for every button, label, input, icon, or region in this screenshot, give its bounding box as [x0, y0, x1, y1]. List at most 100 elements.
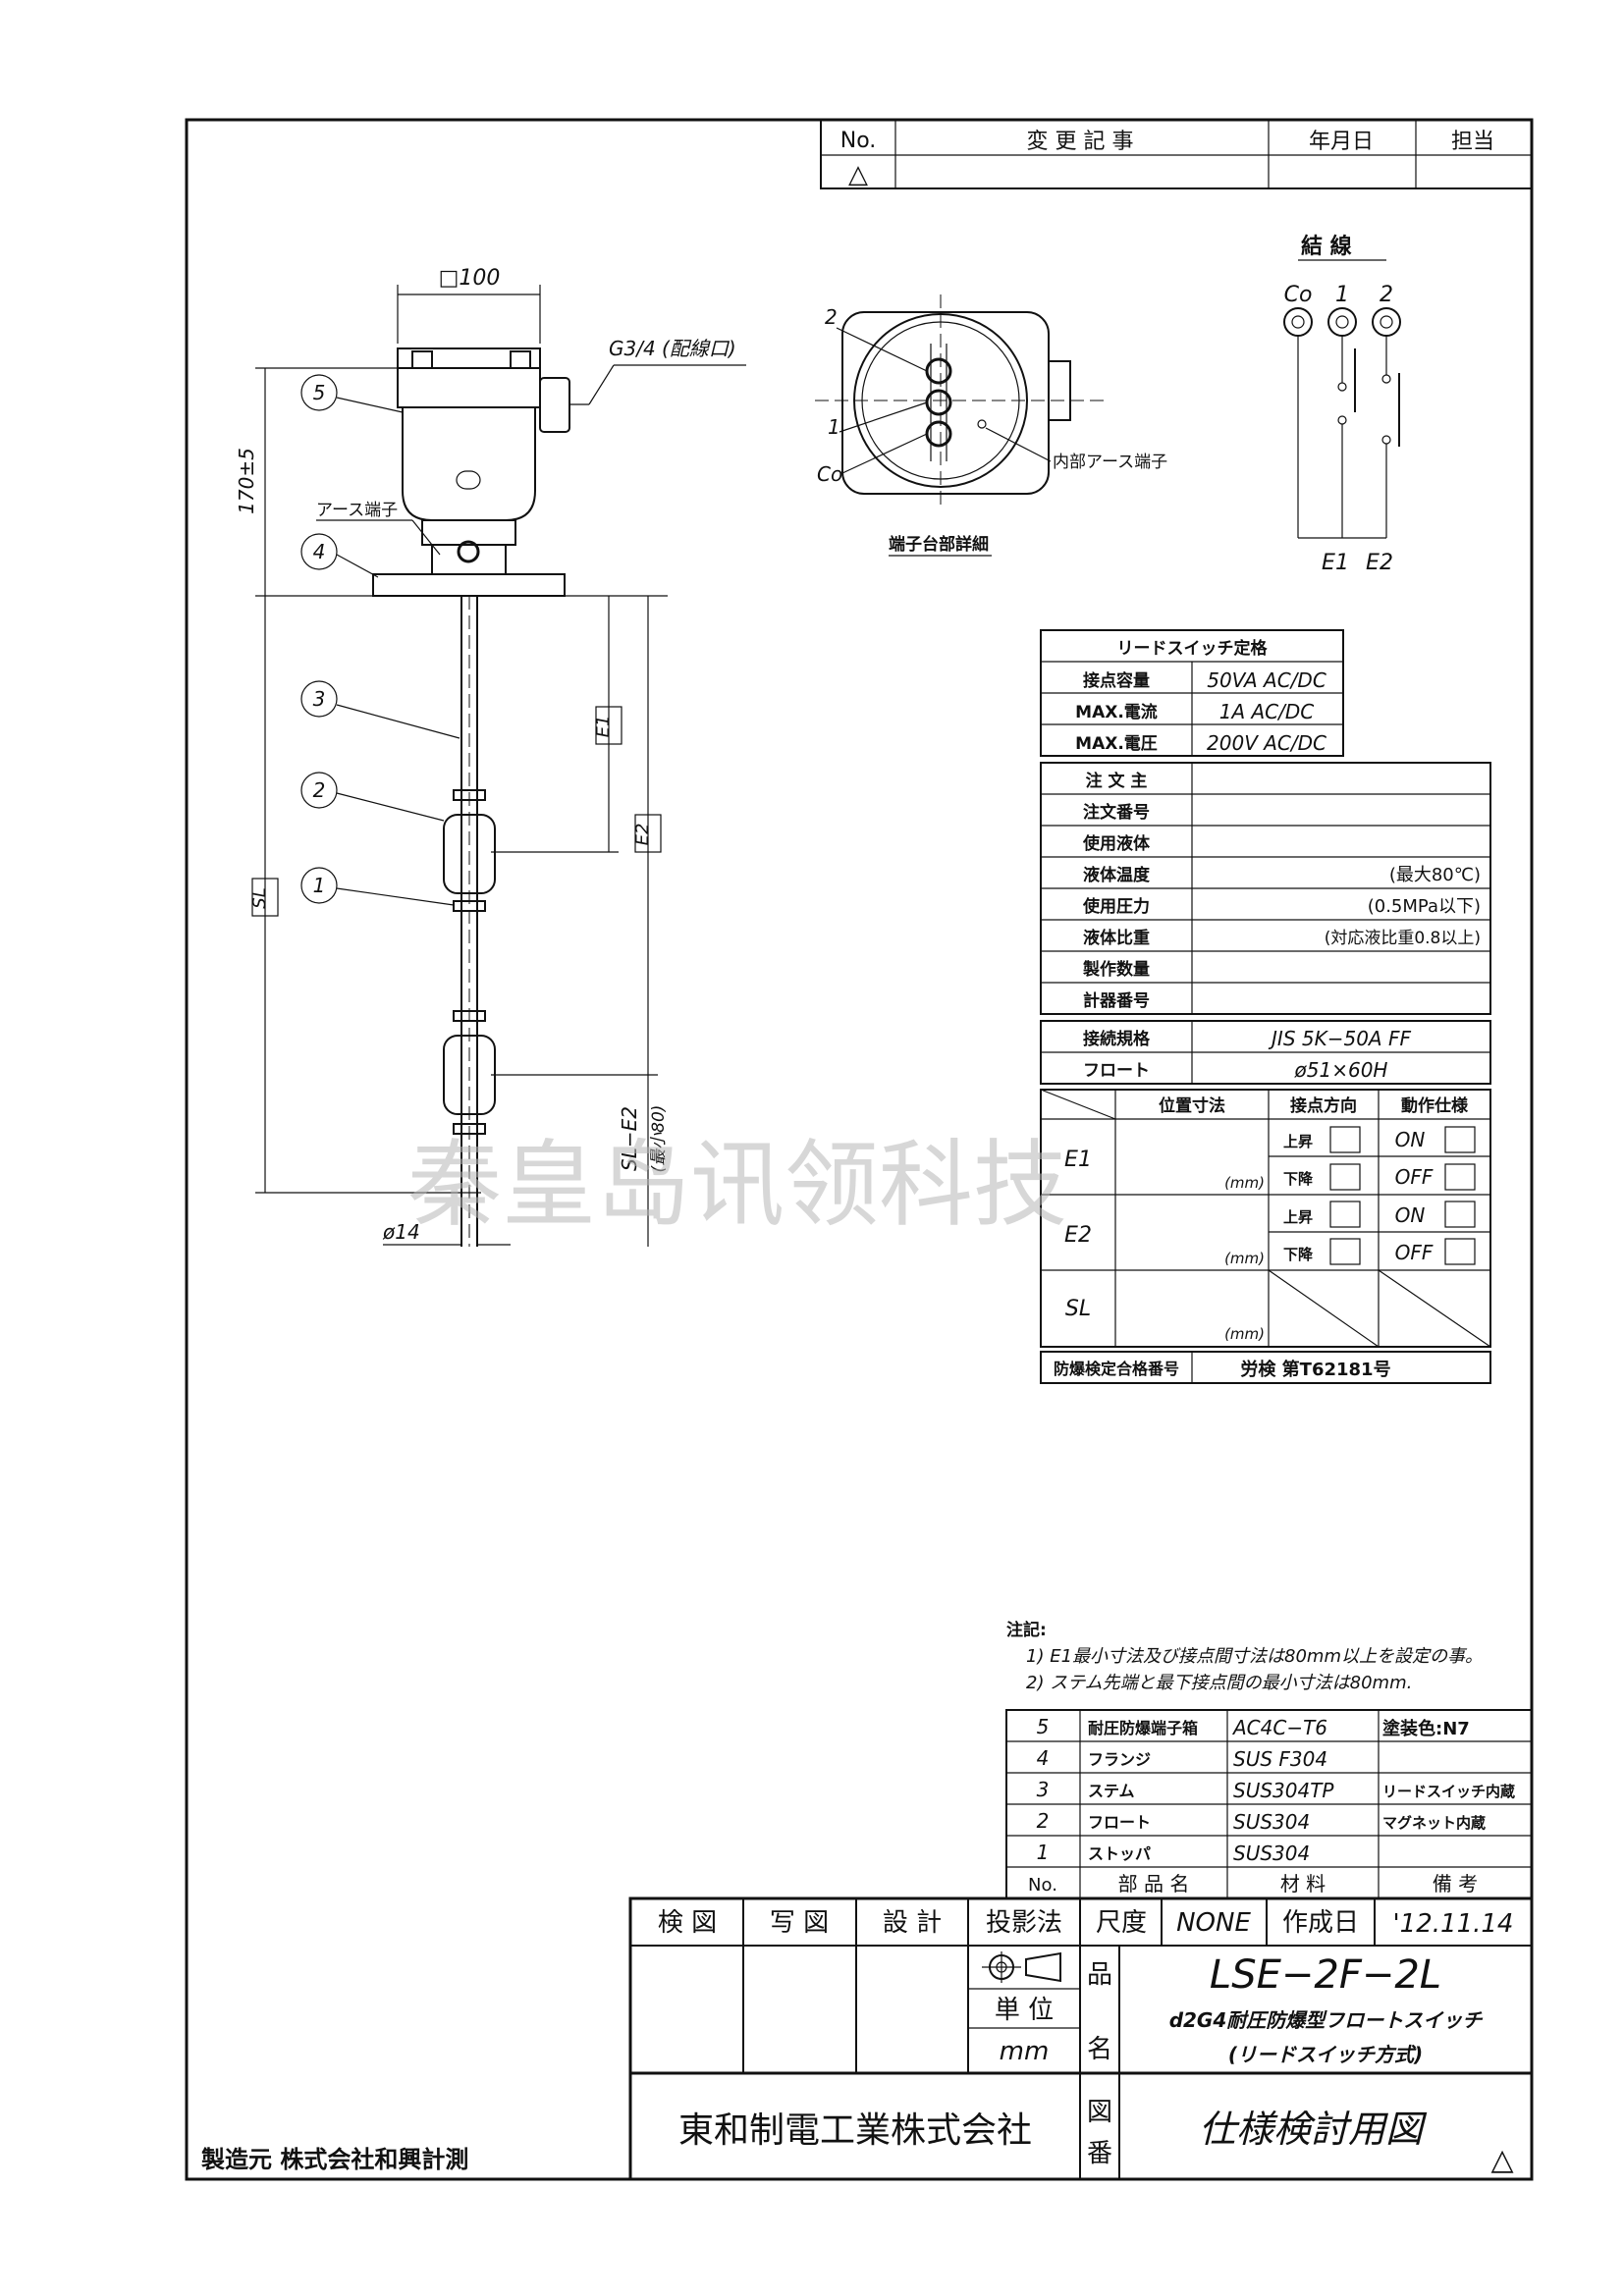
dim-width: □100 [439, 266, 501, 291]
part-name-5: 耐圧防爆端子箱 [1088, 1719, 1198, 1737]
order-label-1: 注文番号 [1083, 802, 1150, 823]
contact-row-sl: SL [1065, 1297, 1091, 1321]
contact-unit-e2: (mm) [1224, 1250, 1265, 1267]
conn-label-0: 接続規格 [1083, 1029, 1151, 1049]
dim-stem: ø14 [382, 1220, 420, 1244]
part-name-3: ステム [1088, 1782, 1135, 1800]
e2-on: ON [1395, 1203, 1426, 1227]
wiring-diagram: 結 線 Co 1 2 E1 E2 [1283, 234, 1401, 575]
revision-block: No. 変 更 記 事 年月日 担当 △ [820, 119, 1533, 189]
third-angle-projection-icon [982, 1951, 1061, 1983]
dim-sl-e2: SL−E2 [618, 1106, 641, 1171]
rev-change-header: 変 更 記 事 [1027, 130, 1134, 154]
part-name-2: フロート [1088, 1813, 1151, 1832]
tb-dwg-label-2: 番 [1087, 2139, 1112, 2168]
terminal-detail: 2 1 Co 内部アース端子 端子台部詳細 [815, 294, 1167, 557]
part-remarks-3: リードスイッチ内蔵 [1382, 1783, 1515, 1800]
part-remarks-5: 塗装色:N7 [1382, 1718, 1470, 1739]
e2-dir-down-checkbox[interactable] [1329, 1238, 1361, 1265]
e1-dir-up: 上昇 [1283, 1133, 1313, 1150]
conn-value-1: ø51×60H [1294, 1058, 1388, 1082]
e2-off-checkbox[interactable] [1444, 1238, 1476, 1265]
e2-on-checkbox[interactable] [1444, 1201, 1476, 1228]
cert-value: 労検 第T62181号 [1240, 1359, 1390, 1380]
order-value-5: (対応液比重0.8以上) [1325, 929, 1481, 948]
svg-text:3: 3 [313, 687, 326, 711]
wiring-title: 結 線 [1301, 234, 1352, 259]
certification-row: 防爆検定合格番号 労検 第T62181号 [1040, 1351, 1491, 1384]
tb-item-label-2: 名 [1087, 2035, 1112, 2064]
tb-item-label-1: 品 [1087, 1960, 1112, 1990]
svg-text:4: 4 [313, 540, 326, 563]
part-name-1: ストッパ [1088, 1844, 1151, 1863]
tb-created-value: '12.11.14 [1393, 1909, 1514, 1939]
part-no-4: 4 [1037, 1746, 1050, 1770]
contact-row-e2: E2 [1064, 1223, 1092, 1248]
conn-label-1: フロート [1083, 1061, 1150, 1081]
tb-design: 設 計 [883, 1908, 942, 1938]
contact-header-action: 動作仕様 [1401, 1095, 1469, 1116]
wiring-terminal-2: 2 [1380, 283, 1393, 307]
e1-on: ON [1395, 1128, 1426, 1151]
dim-sl: SL [249, 887, 270, 908]
watermark: 秦皇岛讯领科技 [407, 1130, 1067, 1240]
svg-text:1: 1 [313, 874, 326, 897]
balloon-5: 5 [300, 374, 404, 413]
order-label-7: 計器番号 [1083, 990, 1150, 1011]
balloon-1: 1 [300, 867, 455, 906]
contact-unit-sl: (mm) [1224, 1325, 1265, 1343]
order-label-6: 製作数量 [1082, 959, 1150, 980]
rev-date-header: 年月日 [1309, 130, 1374, 154]
order-label-5: 液体比重 [1083, 928, 1150, 948]
note-1: 1) E1最小寸法及び接点間寸法は80mm以上を設定の事。 [1026, 1646, 1483, 1667]
cert-label: 防爆検定合格番号 [1054, 1360, 1179, 1378]
tb-created-label: 作成日 [1282, 1908, 1359, 1938]
notes-title: 注記: [1006, 1620, 1047, 1640]
part-no-3: 3 [1037, 1778, 1050, 1801]
terminal-detail-caption: 端子台部詳細 [889, 534, 989, 555]
reed-label-1: MAX.電流 [1075, 702, 1158, 722]
contact-row-e1: E1 [1064, 1148, 1092, 1172]
e2-dir-up-checkbox[interactable] [1329, 1201, 1361, 1228]
td-label-2: 2 [825, 305, 838, 329]
parts-header-name: 部 品 名 [1118, 1872, 1190, 1896]
rev-row-symbol: △ [848, 160, 868, 189]
tb-product-line2: (リードスイッチ方式) [1228, 2043, 1423, 2066]
dim-e2: E2 [632, 824, 653, 846]
part-material-2: SUS304 [1233, 1810, 1310, 1834]
order-value-4: (0.5MPa以下) [1368, 896, 1481, 917]
e1-on-checkbox[interactable] [1444, 1126, 1476, 1153]
e1-dir-down-checkbox[interactable] [1329, 1163, 1361, 1191]
td-label-1: 1 [828, 415, 840, 439]
reed-title: リードスイッチ定格 [1117, 638, 1269, 659]
wiring-terminal-1: 1 [1335, 283, 1349, 307]
contact-table: 位置寸法 接点方向 動作仕様 E1 (mm) 上昇 下降 ON OFF E2 (… [1040, 1089, 1491, 1348]
tb-copy: 写 図 [770, 1908, 829, 1938]
e2-off: OFF [1395, 1241, 1434, 1264]
conn-value-0: JIS 5K−50A FF [1268, 1027, 1411, 1050]
tb-check: 検 図 [658, 1908, 717, 1938]
e1-off-checkbox[interactable] [1444, 1163, 1476, 1191]
e1-dir-up-checkbox[interactable] [1329, 1126, 1361, 1153]
connection-table: 接続規格 JIS 5K−50A FF フロート ø51×60H [1040, 1020, 1491, 1085]
dim-e1: E1 [593, 716, 614, 738]
conduit-label: G3/4 (配線口) [609, 337, 736, 360]
tb-scale-label: 尺度 [1096, 1908, 1147, 1938]
title-block: 検 図 写 図 設 計 投影法 尺度 NONE 作成日 '12.11.14 単 … [628, 1896, 1534, 2181]
tb-rev-mark: △ [1490, 2143, 1513, 2177]
part-no-1: 1 [1037, 1841, 1050, 1864]
reed-switch-table: リードスイッチ定格 接点容量 50VA AC/DC MAX.電流 1A AC/D… [1040, 629, 1344, 757]
reed-label-0: 接点容量 [1083, 670, 1150, 691]
reed-value-0: 50VA AC/DC [1207, 668, 1326, 692]
part-name-4: フランジ [1088, 1750, 1151, 1769]
dim-sl-e2-min: (最小80) [649, 1105, 669, 1173]
internal-earth-label: 内部アース端子 [1053, 453, 1167, 472]
reed-value-1: 1A AC/DC [1219, 700, 1315, 723]
notes: 注記: 1) E1最小寸法及び接点間寸法は80mm以上を設定の事。 2) ステム… [1006, 1620, 1483, 1693]
part-material-5: AC4C−T6 [1231, 1716, 1327, 1739]
td-label-co: Co [817, 462, 842, 486]
note-2: 2) ステム先端と最下接点間の最小寸法は80mm. [1026, 1673, 1412, 1693]
balloon-3: 3 [300, 680, 460, 739]
wiring-terminal-co: Co [1284, 283, 1313, 307]
